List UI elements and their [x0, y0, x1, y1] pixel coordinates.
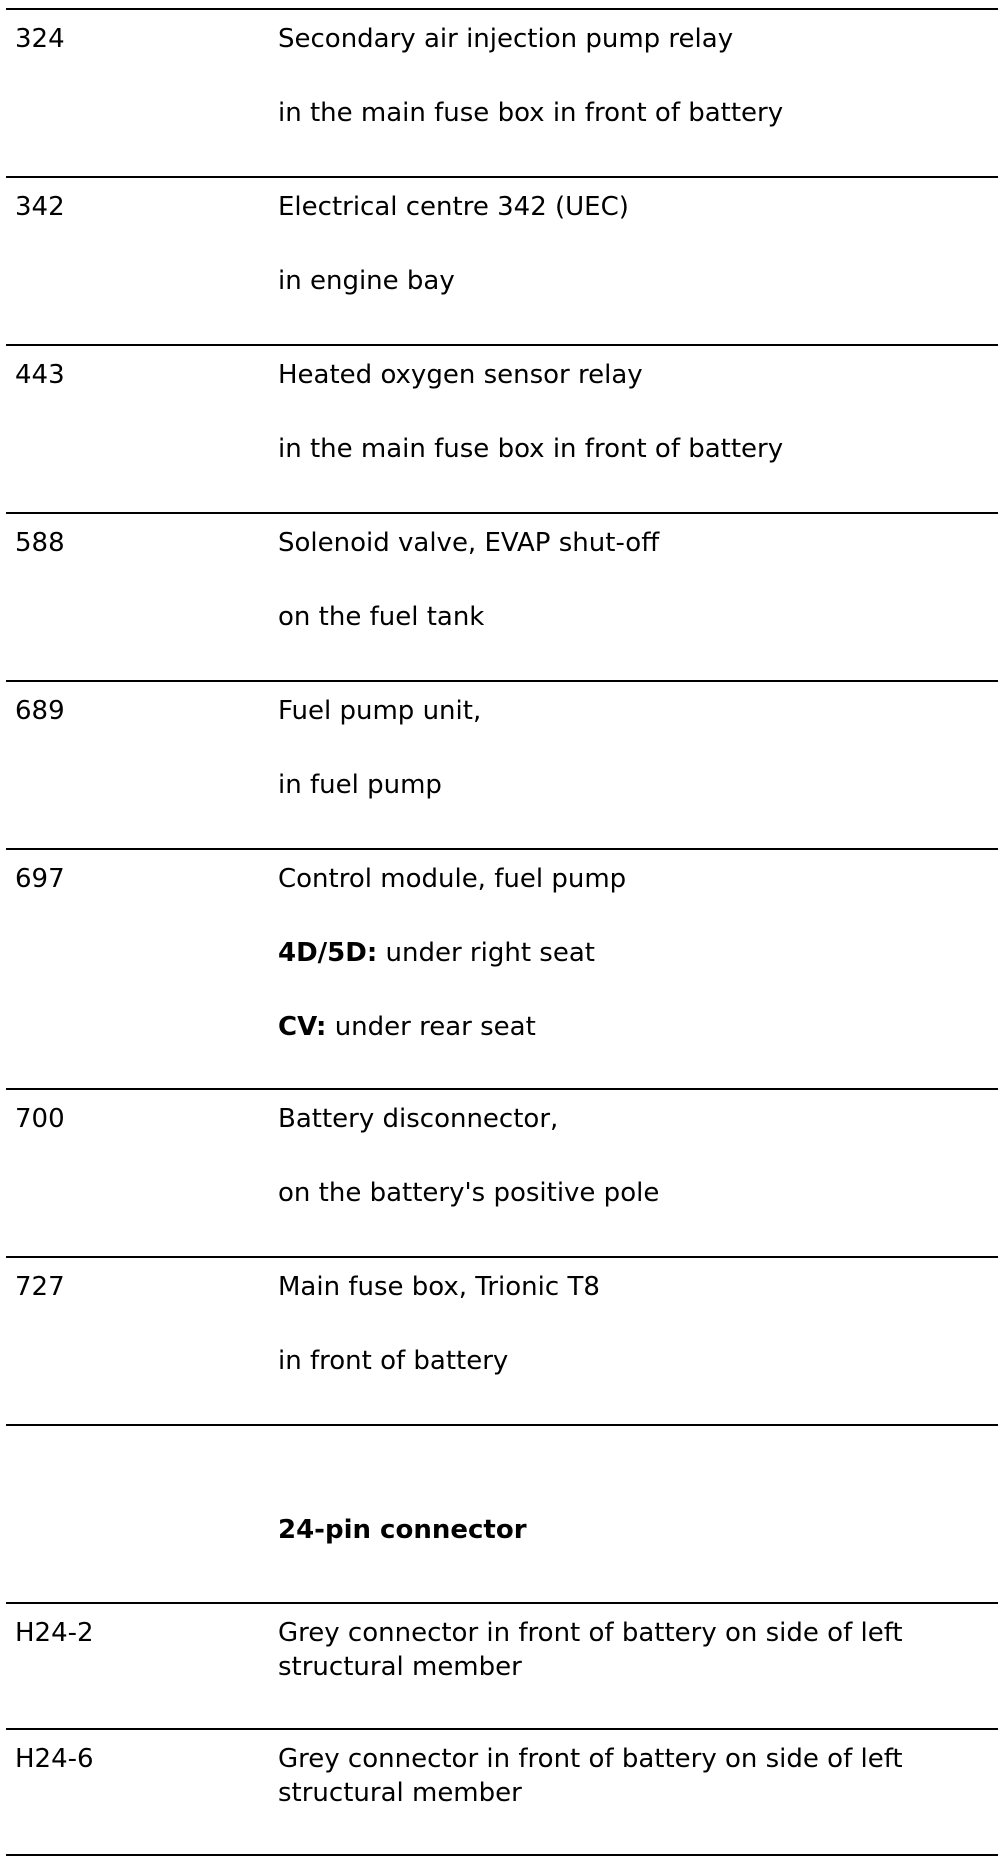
component-code: 443: [15, 360, 65, 390]
variant-location: under right seat: [377, 938, 595, 968]
component-location: in engine bay: [278, 266, 455, 296]
component-code: 588: [15, 528, 65, 558]
component-location-4d5d: 4D/5D: under right seat: [278, 936, 595, 970]
section-title: 24-pin connector: [278, 1515, 527, 1545]
component-name: Main fuse box, Trionic T8: [278, 1272, 600, 1302]
component-name: Control module, fuel pump: [278, 864, 627, 894]
connector-location: Grey connector in front of battery on si…: [278, 1744, 903, 1808]
divider: [6, 1424, 998, 1426]
component-code: 689: [15, 696, 65, 726]
variant-label: CV:: [278, 1012, 327, 1042]
connector-code: H24-2: [15, 1618, 94, 1648]
component-location-cv: CV: under rear seat: [278, 1010, 536, 1044]
table-row: 727 Main fuse box, Trionic T8 in front o…: [6, 1256, 998, 1424]
divider: [6, 1854, 998, 1856]
component-name: Solenoid valve, EVAP shut-off: [278, 528, 660, 558]
table-row: 443 Heated oxygen sensor relay in the ma…: [6, 344, 998, 512]
table-row: 342 Electrical centre 342 (UEC) in engin…: [6, 176, 998, 344]
table-row: 324 Secondary air injection pump relay i…: [6, 8, 998, 176]
component-name: Heated oxygen sensor relay: [278, 360, 643, 390]
component-location: in the main fuse box in front of battery: [278, 434, 784, 464]
component-location: in the main fuse box in front of battery: [278, 98, 784, 128]
table-row: H24-6 Grey connector in front of battery…: [6, 1728, 998, 1854]
variant-location: under rear seat: [326, 1012, 536, 1042]
component-location: on the battery's positive pole: [278, 1178, 660, 1208]
component-name: Battery disconnector,: [278, 1104, 559, 1134]
component-location: in front of battery: [278, 1346, 509, 1376]
component-code: 727: [15, 1272, 65, 1302]
table-row: H24-2 Grey connector in front of battery…: [6, 1602, 998, 1728]
component-code: 342: [15, 192, 65, 222]
variant-label: 4D/5D:: [278, 938, 378, 968]
component-code: 700: [15, 1104, 65, 1134]
table-row: 700 Battery disconnector, on the battery…: [6, 1088, 998, 1256]
table-row: 697 Control module, fuel pump 4D/5D: und…: [6, 848, 998, 1088]
table-row: 689 Fuel pump unit, in fuel pump: [6, 680, 998, 848]
connector-code: H24-6: [15, 1744, 94, 1774]
table-row: 588 Solenoid valve, EVAP shut-off on the…: [6, 512, 998, 680]
component-location: in fuel pump: [278, 770, 442, 800]
connector-location: Grey connector in front of battery on si…: [278, 1618, 903, 1682]
component-location: on the fuel tank: [278, 602, 485, 632]
component-code: 697: [15, 864, 65, 894]
component-name: Fuel pump unit,: [278, 696, 482, 726]
component-name: Electrical centre 342 (UEC): [278, 192, 629, 222]
component-code: 324: [15, 24, 65, 54]
component-name: Secondary air injection pump relay: [278, 24, 734, 54]
